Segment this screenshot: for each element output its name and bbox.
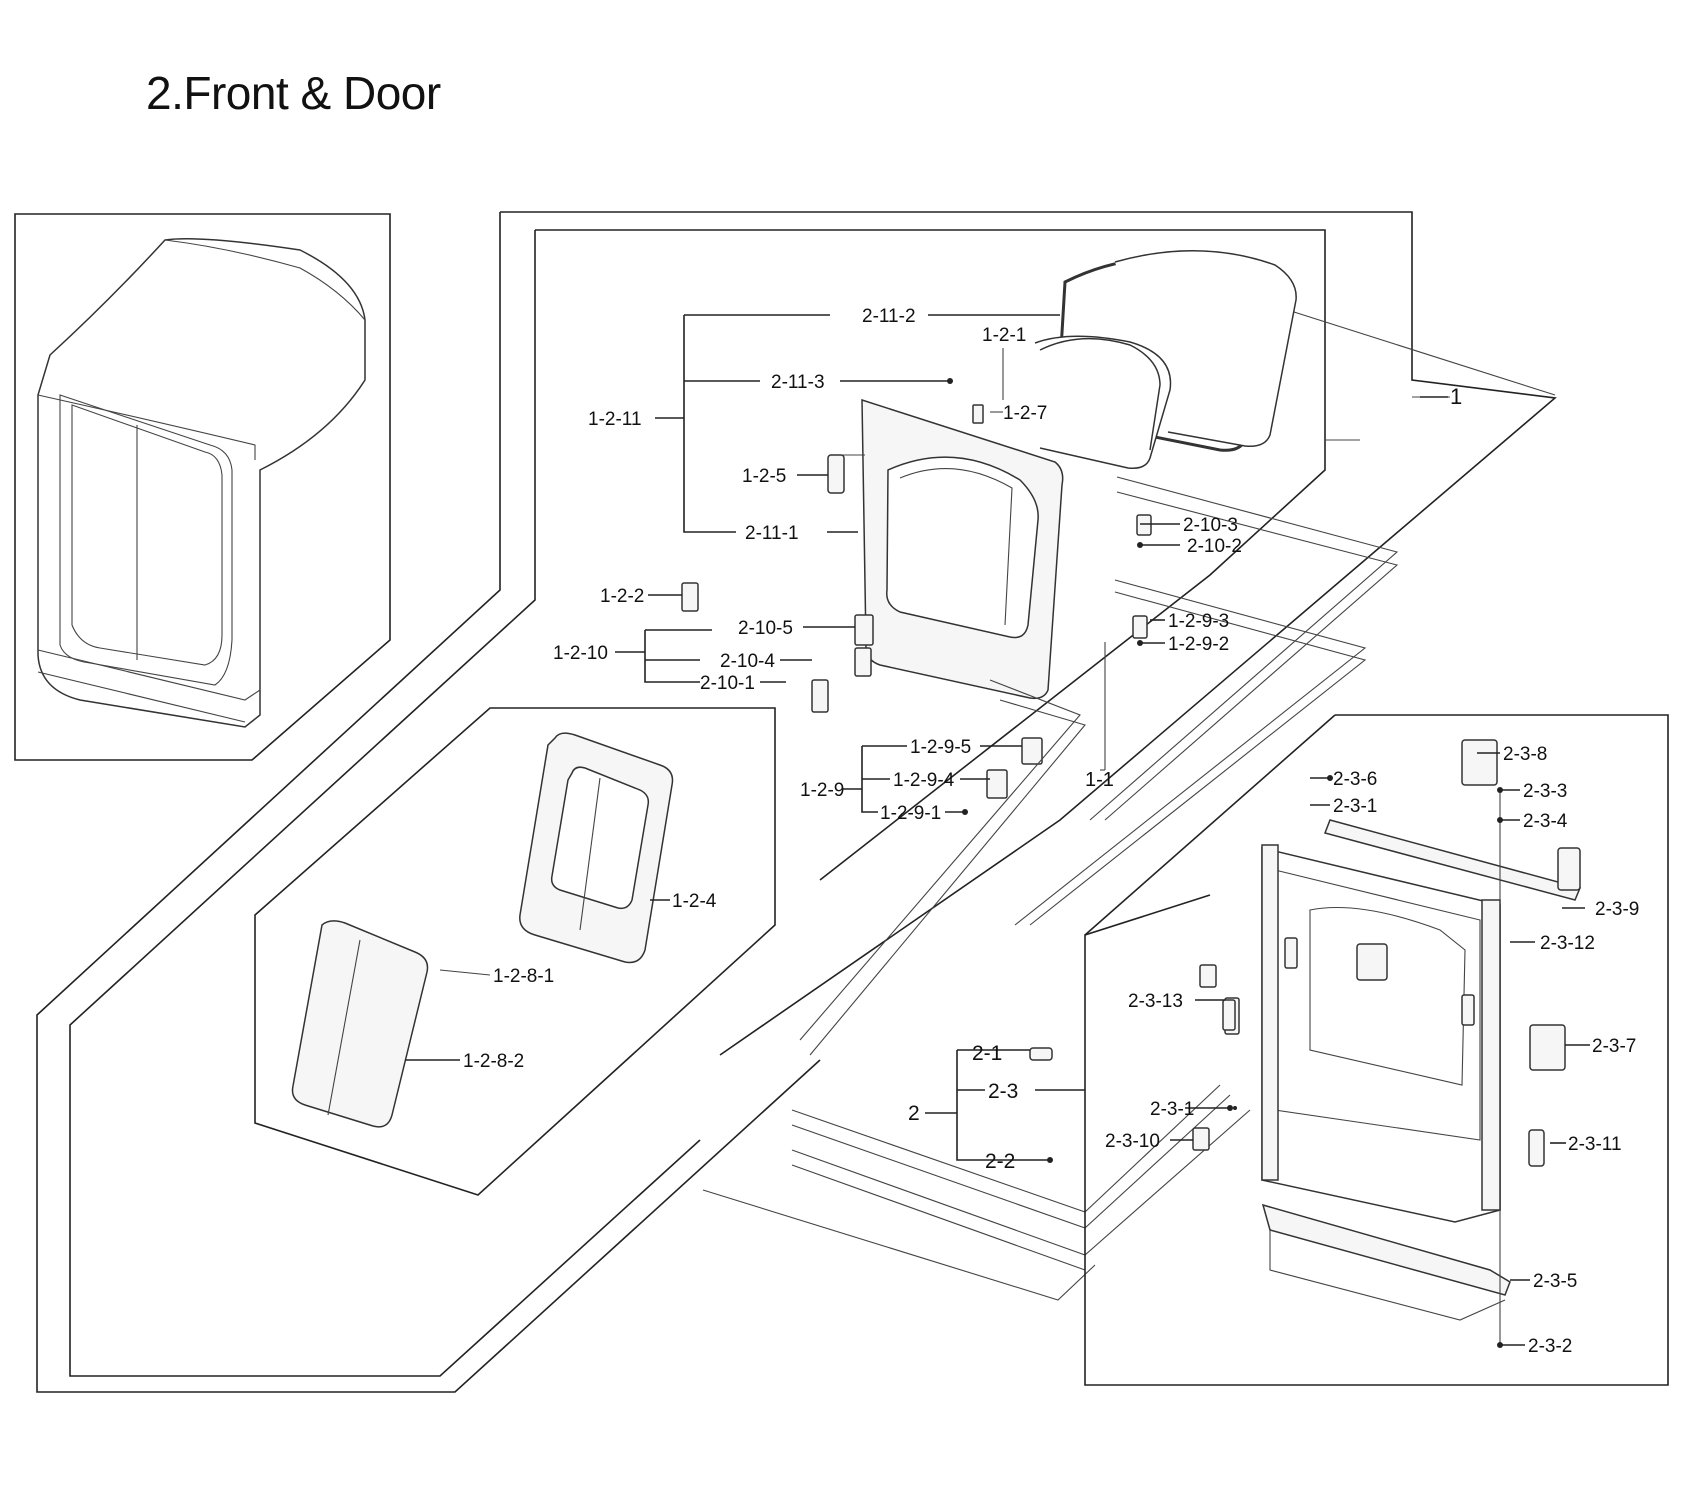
door-glass-cover-illustration <box>291 920 429 1128</box>
callout-1-2-2: 1-2-2 <box>600 586 644 607</box>
door-panel-group <box>254 707 776 1196</box>
door-frame-illustration <box>827 398 1064 700</box>
callout-1-1: 1-1 <box>1085 769 1114 791</box>
callout-2-3-5: 2-3-5 <box>1533 1271 1577 1292</box>
callout-2-3-8: 2-3-8 <box>1503 744 1547 765</box>
callout-1-2-4: 1-2-4 <box>672 891 717 912</box>
callout-2-10-2: 2-10-2 <box>1187 536 1242 557</box>
callout-2-11-2: 2-11-2 <box>862 306 916 327</box>
callout-1-2-9: 1-2-9 <box>800 780 844 801</box>
callout-2-3-6: 2-3-6 <box>1333 769 1377 790</box>
callout-labels: 2-11-2 1-2-1 2-11-3 1-2-7 1-2-11 1 1-2-5… <box>463 306 1639 1357</box>
callout-1-2-9-5: 1-2-9-5 <box>910 737 971 758</box>
callout-2-10-4: 2-10-4 <box>720 651 775 672</box>
page-title: 2.Front & Door <box>146 67 441 119</box>
callout-2-3-1-bottom: 2-3-1 <box>1150 1099 1194 1120</box>
callout-2-3-2: 2-3-2 <box>1528 1336 1572 1357</box>
callout-2-10-1: 2-10-1 <box>700 673 755 694</box>
callout-2-3: 2-3 <box>988 1080 1018 1103</box>
callout-1: 1 <box>1450 384 1462 409</box>
callout-2-3-10: 2-3-10 <box>1105 1131 1160 1152</box>
callout-2-2: 2-2 <box>985 1150 1015 1173</box>
callout-2-3-13: 2-3-13 <box>1128 991 1183 1012</box>
callout-1-2-9-2: 1-2-9-2 <box>1168 634 1229 655</box>
callout-2-11-1: 2-11-1 <box>745 523 799 544</box>
hinge-brackets <box>681 404 1152 799</box>
front-panel-illustration <box>1029 739 1582 1321</box>
overview-panel <box>14 213 391 761</box>
callout-2-10-3: 2-10-3 <box>1183 515 1238 536</box>
callout-2-3-9: 2-3-9 <box>1595 899 1639 920</box>
callout-2-3-12: 2-3-12 <box>1540 933 1595 954</box>
leader-lines <box>405 314 1590 1346</box>
door-glass-layers <box>1034 249 1297 470</box>
callout-1-2-9-4: 1-2-9-4 <box>893 770 955 791</box>
group-outline-frames <box>36 211 1557 1393</box>
callout-2: 2 <box>908 1102 920 1125</box>
callout-2-3-1-top: 2-3-1 <box>1333 796 1377 817</box>
callout-1-2-8-1: 1-2-8-1 <box>493 966 554 987</box>
callout-2-1: 2-1 <box>972 1042 1002 1065</box>
callout-2-10-5: 2-10-5 <box>738 618 793 639</box>
callout-1-2-10: 1-2-10 <box>553 643 608 664</box>
callout-1-2-8-2: 1-2-8-2 <box>463 1051 524 1072</box>
door-inner-illustration <box>519 732 674 964</box>
callout-1-2-7: 1-2-7 <box>1003 403 1047 424</box>
callout-2-11-3: 2-11-3 <box>771 372 825 393</box>
leader-dots <box>947 378 1503 1348</box>
callout-1-2-9-3: 1-2-9-3 <box>1168 611 1229 632</box>
callout-2-3-11: 2-3-11 <box>1568 1134 1622 1155</box>
front-panel-group <box>1029 714 1669 1386</box>
dryer-overview-illustration <box>37 238 366 728</box>
callout-1-2-9-1: 1-2-9-1 <box>880 803 941 824</box>
callout-1-2-5: 1-2-5 <box>742 466 786 487</box>
callout-2-3-4: 2-3-4 <box>1523 811 1568 832</box>
callout-1-2-11: 1-2-11 <box>588 409 642 430</box>
callout-2-3-3: 2-3-3 <box>1523 781 1567 802</box>
callout-1-2-1: 1-2-1 <box>982 325 1026 346</box>
callout-2-3-7: 2-3-7 <box>1592 1036 1636 1057</box>
